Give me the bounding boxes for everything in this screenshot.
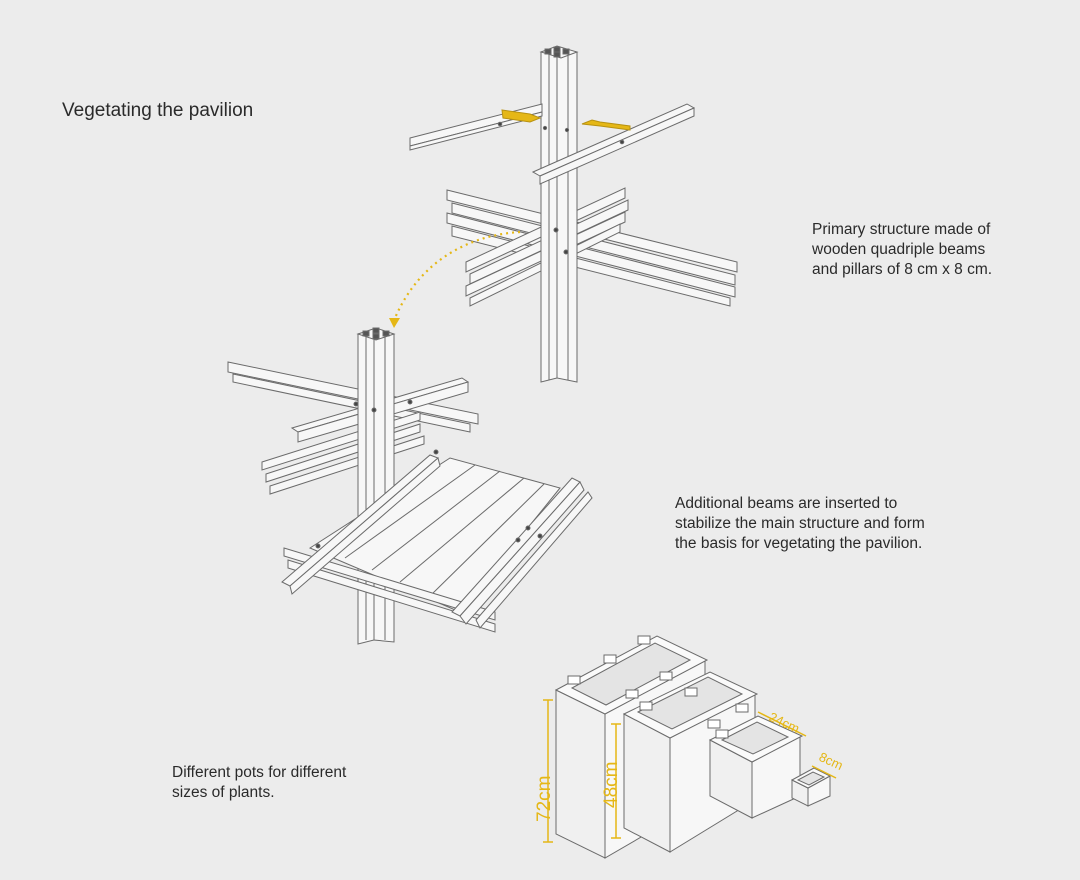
transition-arrowhead xyxy=(389,318,400,328)
dim-72cm: 72cm xyxy=(534,776,555,822)
dim-48cm: 48cm xyxy=(601,762,622,808)
upper-beam-right xyxy=(531,103,696,185)
additional-beams-drawing xyxy=(227,327,593,645)
insert-arrow-left xyxy=(501,109,542,123)
pot-tiny xyxy=(790,767,832,807)
upper-beam-left xyxy=(409,103,543,151)
dimension-lines xyxy=(543,699,837,843)
transition-arrow xyxy=(393,230,521,319)
back-beam-bundle xyxy=(281,454,441,595)
right-beam-bundle xyxy=(451,477,593,629)
dim-8cm: 8cm xyxy=(817,749,846,773)
pot-hangers xyxy=(567,635,749,739)
pillar xyxy=(539,45,579,383)
primary-structure-drawing xyxy=(409,45,738,383)
primary-structure-note: Primary structure made of wooden quadrip… xyxy=(812,221,993,278)
additional-beams-note: Additional beams are inserted to stabili… xyxy=(675,495,925,552)
insert-arrow-right xyxy=(581,119,631,131)
front-beam-bundle xyxy=(283,547,496,633)
pot-small xyxy=(708,715,804,819)
page-title: Vegetating the pavilion xyxy=(62,100,254,121)
pots-note: Different pots for different sizes of pl… xyxy=(172,764,347,801)
pots-drawing xyxy=(554,635,832,859)
